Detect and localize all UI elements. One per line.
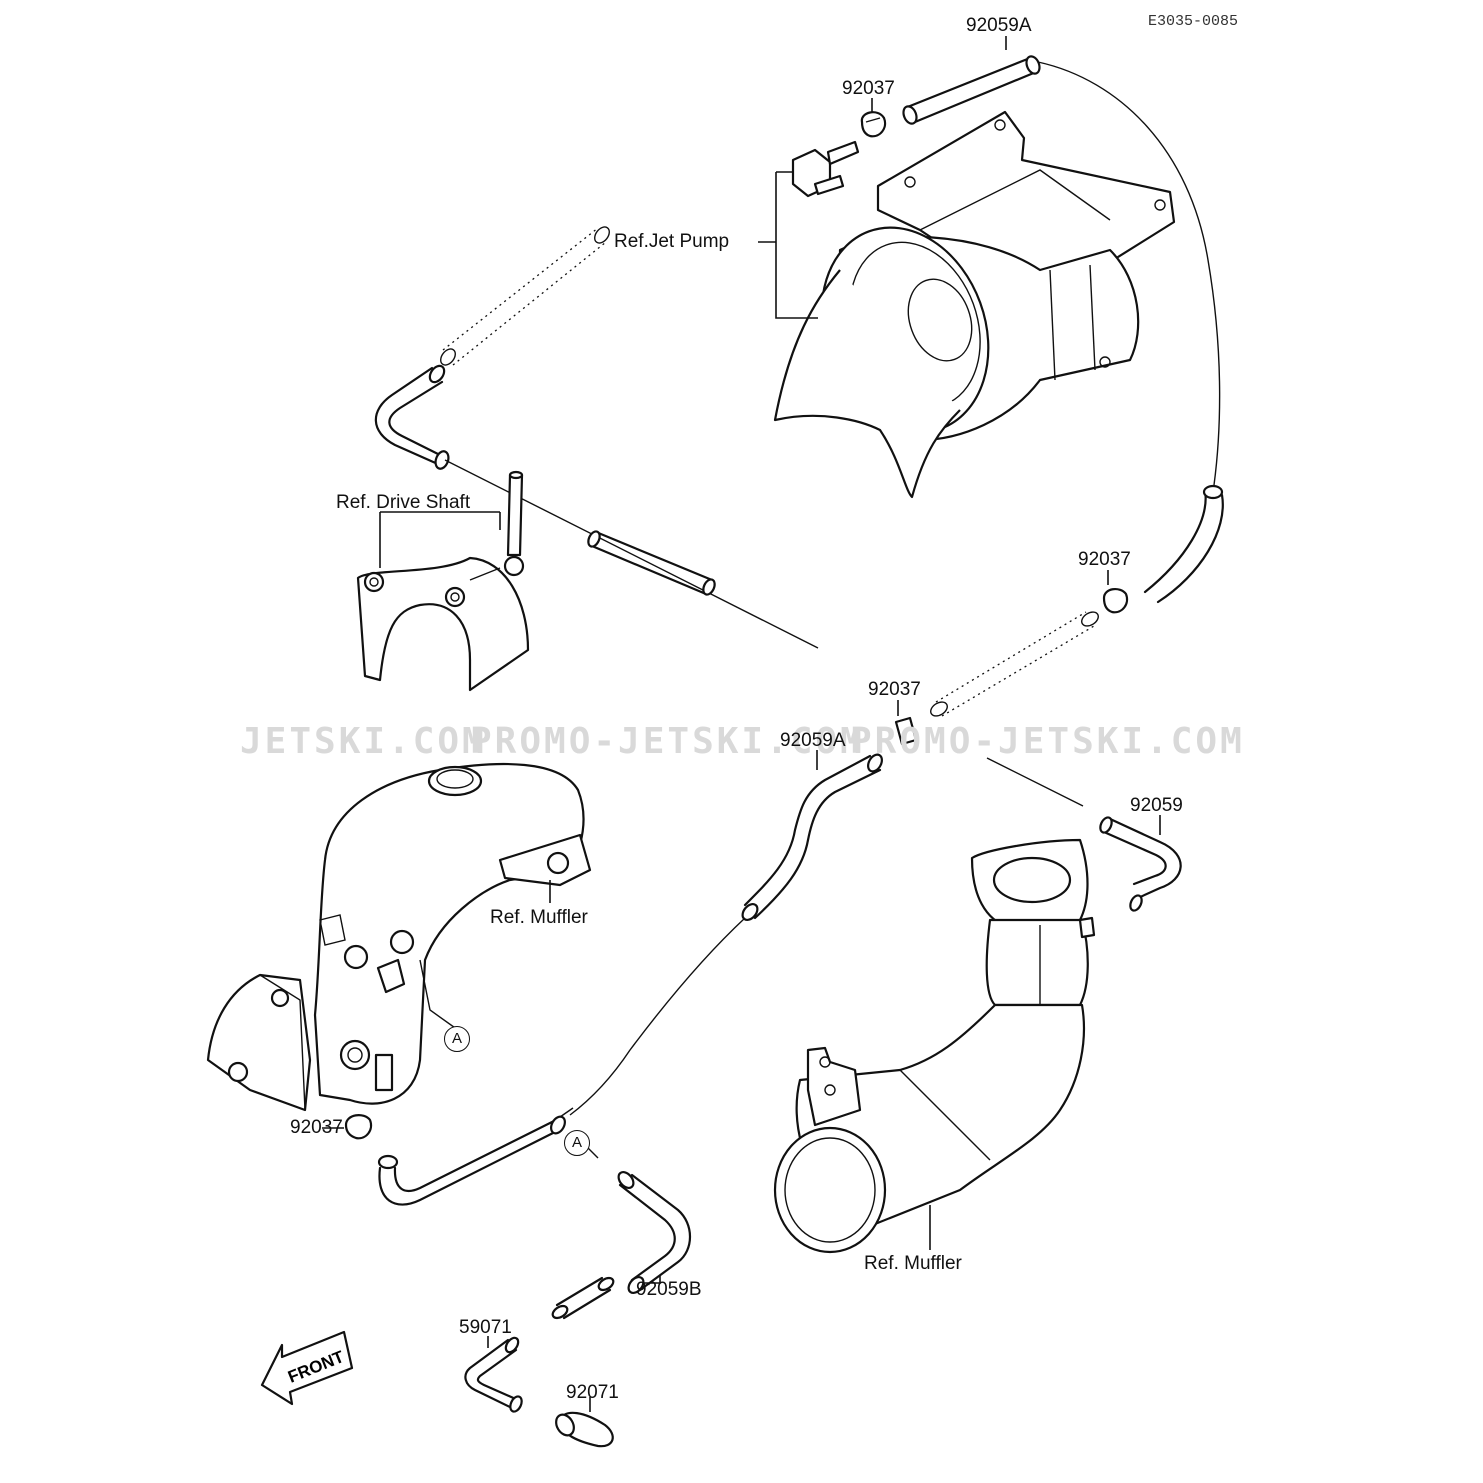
label-ref-muffler-left: Ref. Muffler bbox=[490, 907, 588, 928]
clamp-92037-left bbox=[322, 1114, 373, 1140]
label-92037-top: 92037 bbox=[842, 78, 895, 99]
watermark-center: PROMO-JETSKI.COM bbox=[470, 721, 865, 762]
drive-shaft-drawing bbox=[356, 470, 530, 692]
reference-marker-a-upper: A bbox=[444, 1026, 470, 1052]
muffler-left-drawing bbox=[206, 762, 592, 1112]
hose-92059a-mid bbox=[569, 753, 883, 1116]
label-92059a-top: 92059A bbox=[966, 15, 1032, 36]
short-hose-lower bbox=[551, 1276, 615, 1320]
elbow-hose-lower bbox=[377, 1107, 599, 1206]
reference-marker-a-lower: A bbox=[564, 1130, 590, 1156]
hose-92059b bbox=[617, 1171, 691, 1294]
watermark-right: PROMO-JETSKI.COM bbox=[850, 721, 1245, 762]
jet-pump-drawing bbox=[773, 110, 1176, 499]
label-92037-left: 92037 bbox=[290, 1117, 343, 1138]
label-ref-jet-pump: Ref.Jet Pump bbox=[614, 231, 730, 252]
label-ref-drive-shaft: Ref. Drive Shaft bbox=[336, 492, 471, 513]
hose-92059 bbox=[1099, 816, 1182, 912]
dashed-pipe-lower bbox=[894, 611, 1099, 746]
label-92059: 92059 bbox=[1130, 795, 1183, 816]
label-92037-right: 92037 bbox=[1078, 549, 1131, 570]
label-59071: 59071 bbox=[459, 1317, 512, 1338]
pipe-59071 bbox=[464, 1336, 523, 1413]
cap-92071 bbox=[555, 1411, 614, 1448]
label-92059a-mid: 92059A bbox=[780, 730, 846, 751]
hose-92059a-top bbox=[902, 55, 1221, 486]
elbow-hose-upper bbox=[374, 364, 819, 649]
hose-right-upper bbox=[1102, 484, 1224, 614]
diagram-code: E3035-0085 bbox=[1148, 13, 1239, 30]
dashed-pipe-upper bbox=[440, 226, 610, 366]
label-92071: 92071 bbox=[566, 1382, 619, 1403]
watermark-left: JETSKI.COM bbox=[240, 721, 487, 762]
straight-hose-middle bbox=[587, 530, 716, 596]
front-arrow-icon: FRONT bbox=[260, 1330, 354, 1406]
label-leaders bbox=[379, 36, 1161, 1412]
hose-92059-leader bbox=[986, 757, 1084, 807]
label-ref-muffler-right: Ref. Muffler bbox=[864, 1253, 962, 1274]
label-92059b: 92059B bbox=[636, 1279, 702, 1300]
muffler-right-drawing bbox=[773, 838, 1096, 1254]
label-92037-mid: 92037 bbox=[868, 679, 921, 700]
